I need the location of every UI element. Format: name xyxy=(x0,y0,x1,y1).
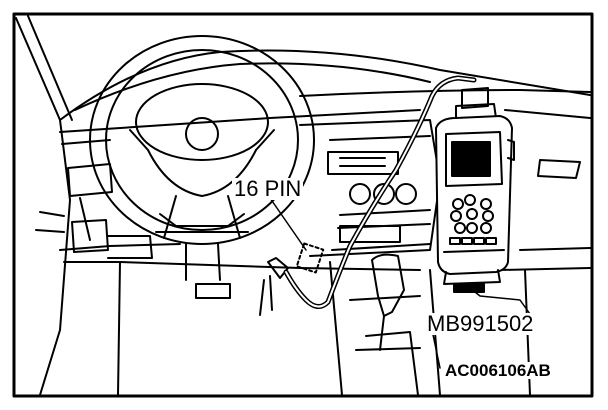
tool-base-connector xyxy=(453,283,485,293)
key-1 xyxy=(452,198,464,210)
tool-screen xyxy=(451,141,491,177)
steering-wheel-icon xyxy=(89,35,315,245)
key-9 xyxy=(480,222,492,234)
key-5 xyxy=(466,208,478,220)
gear-shift-icon xyxy=(329,253,441,396)
dashboard xyxy=(35,109,591,396)
key-f2 xyxy=(461,237,473,245)
key-8 xyxy=(466,222,478,234)
key-f4 xyxy=(485,237,497,245)
connector-callout: 16 PIN xyxy=(232,176,304,201)
key-7 xyxy=(454,222,466,234)
key-4 xyxy=(450,210,462,222)
figure-frame xyxy=(12,12,594,398)
connector-icon xyxy=(259,242,325,316)
key-6 xyxy=(482,210,494,222)
figure-code: AC006106AB xyxy=(443,361,553,380)
pedal xyxy=(195,283,231,299)
radio-panel xyxy=(327,151,399,175)
vent-panel xyxy=(339,225,401,243)
key-f3 xyxy=(473,237,485,245)
key-2 xyxy=(464,194,476,206)
dial-left xyxy=(349,183,371,205)
code-leader xyxy=(431,329,441,369)
key-f1 xyxy=(449,237,461,245)
horn-pad xyxy=(185,117,219,151)
key-3 xyxy=(480,198,492,210)
scan-tool-icon xyxy=(435,87,515,293)
dial-right xyxy=(395,183,417,205)
connector-leader xyxy=(269,197,307,251)
tool-callout: MB991502 xyxy=(425,311,536,336)
steering-column xyxy=(185,243,221,281)
